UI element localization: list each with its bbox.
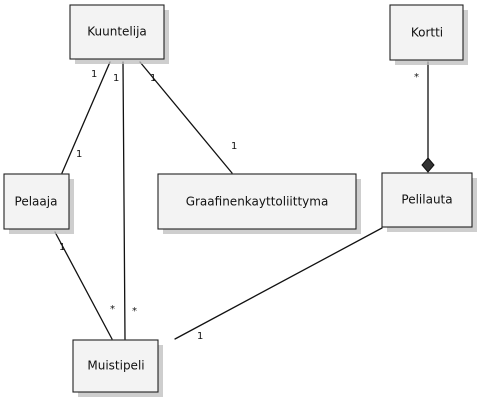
mult-kuuntelija-graafinen-source: 1 bbox=[150, 73, 156, 84]
mult-kuuntelija-muistipeli-target: * bbox=[132, 306, 137, 317]
edge-kuuntelija-pelaaja bbox=[61, 61, 111, 174]
class-pelilauta[interactable]: Pelilauta bbox=[381, 172, 477, 232]
kortti-box bbox=[389, 4, 464, 61]
graafinen-label: Graafinenkayttoliittyma bbox=[186, 195, 329, 209]
class-kortti[interactable]: Kortti bbox=[389, 4, 468, 65]
pelilauta-label: Pelilauta bbox=[401, 193, 452, 207]
mult-kortti-pelilauta-source: * bbox=[414, 72, 419, 83]
edge-pelaaja-muistipeli bbox=[54, 231, 113, 340]
mult-kuuntelija-graafinen-target: 1 bbox=[231, 141, 237, 152]
graafinen-box bbox=[157, 173, 357, 230]
mult-pelaaja-muistipeli-source: 1 bbox=[59, 242, 65, 253]
pelilauta-box bbox=[381, 172, 473, 228]
kuuntelija-box bbox=[69, 4, 165, 60]
composition-diamond-icon bbox=[421, 157, 435, 173]
pelaaja-label: Pelaaja bbox=[15, 195, 58, 209]
mult-pelilauta-muistipeli-target: 1 bbox=[197, 331, 203, 342]
muistipeli-box bbox=[72, 339, 159, 393]
mult-pelaaja-muistipeli-target: * bbox=[110, 304, 115, 315]
class-kuuntelija[interactable]: Kuuntelija bbox=[69, 4, 169, 64]
pelaaja-box bbox=[3, 173, 70, 230]
mult-kuuntelija-pelaaja-target: 1 bbox=[76, 149, 82, 160]
class-pelaaja[interactable]: Pelaaja bbox=[3, 173, 74, 234]
mult-kuuntelija-muistipeli-source: 1 bbox=[113, 73, 119, 84]
kuuntelija-label: Kuuntelija bbox=[87, 25, 147, 39]
edge-kuuntelija-graafinen bbox=[139, 61, 233, 174]
muistipeli-label: Muistipeli bbox=[87, 359, 144, 373]
multiplicity-labels: 1 1 1 * 1 1 * 1 * 1 bbox=[59, 69, 419, 342]
edge-kuuntelija-muistipeli bbox=[122, 61, 126, 340]
class-muistipeli[interactable]: Muistipeli bbox=[72, 339, 163, 397]
kortti-label: Kortti bbox=[411, 26, 443, 40]
class-graafinenkayttoliittyma[interactable]: Graafinenkayttoliittyma bbox=[157, 173, 361, 234]
association-lines bbox=[54, 61, 435, 340]
mult-kuuntelija-pelaaja-source: 1 bbox=[91, 69, 97, 80]
edge-pelilauta-muistipeli bbox=[174, 227, 383, 340]
